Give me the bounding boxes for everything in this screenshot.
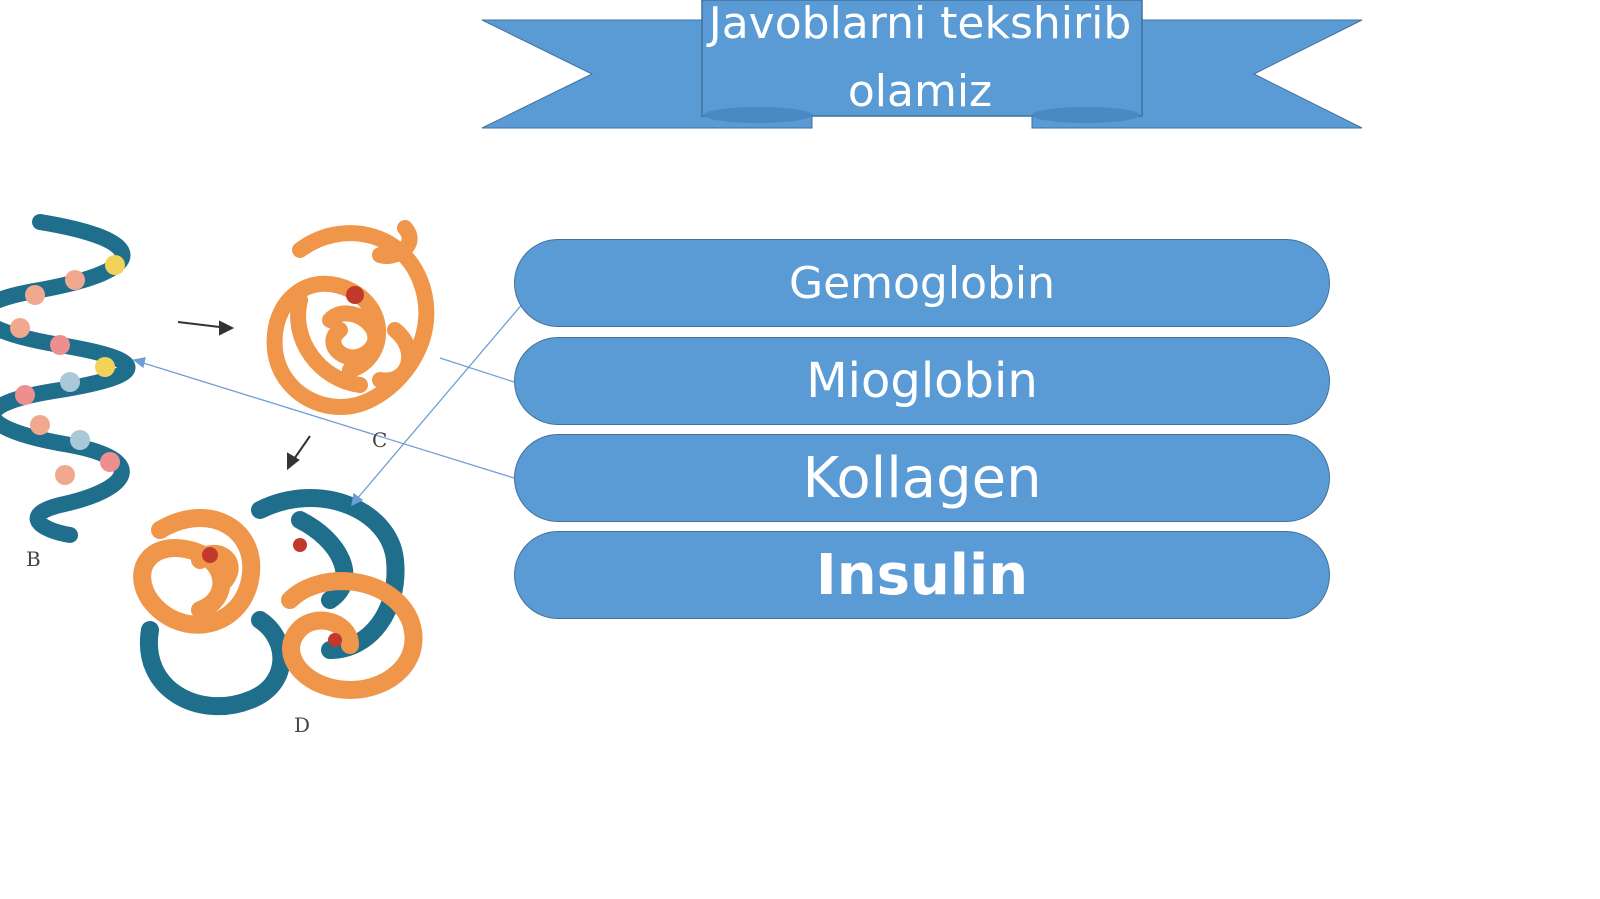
heme-group-d2 xyxy=(293,538,307,552)
answer-label: Kollagen xyxy=(802,445,1042,511)
protein-tertiary-c xyxy=(266,220,435,415)
figure-arrows xyxy=(177,320,311,471)
figure-label-c: C xyxy=(372,428,388,452)
title-ribbon xyxy=(481,0,1363,129)
protein-helix-b xyxy=(0,214,136,543)
connector-lines xyxy=(132,301,525,507)
heme-group-d3 xyxy=(328,633,342,647)
answer-mioglobin: Mioglobin xyxy=(514,337,1330,425)
answer-gemoglobin: Gemoglobin xyxy=(514,239,1330,327)
banner-title: Javoblarni tekshirib olamiz xyxy=(708,0,1132,117)
protein-quaternary-d xyxy=(133,489,423,716)
answer-kollagen: Kollagen xyxy=(514,434,1330,522)
heme-group-c xyxy=(346,286,364,304)
answer-label: Mioglobin xyxy=(806,353,1038,409)
answer-label: Insulin xyxy=(815,542,1029,608)
answer-label: Gemoglobin xyxy=(788,257,1056,309)
answer-insulin: Insulin xyxy=(514,531,1330,619)
figure-label-b: B xyxy=(26,547,41,571)
figure-label-d: D xyxy=(294,713,311,737)
heme-group-d1 xyxy=(202,547,218,563)
